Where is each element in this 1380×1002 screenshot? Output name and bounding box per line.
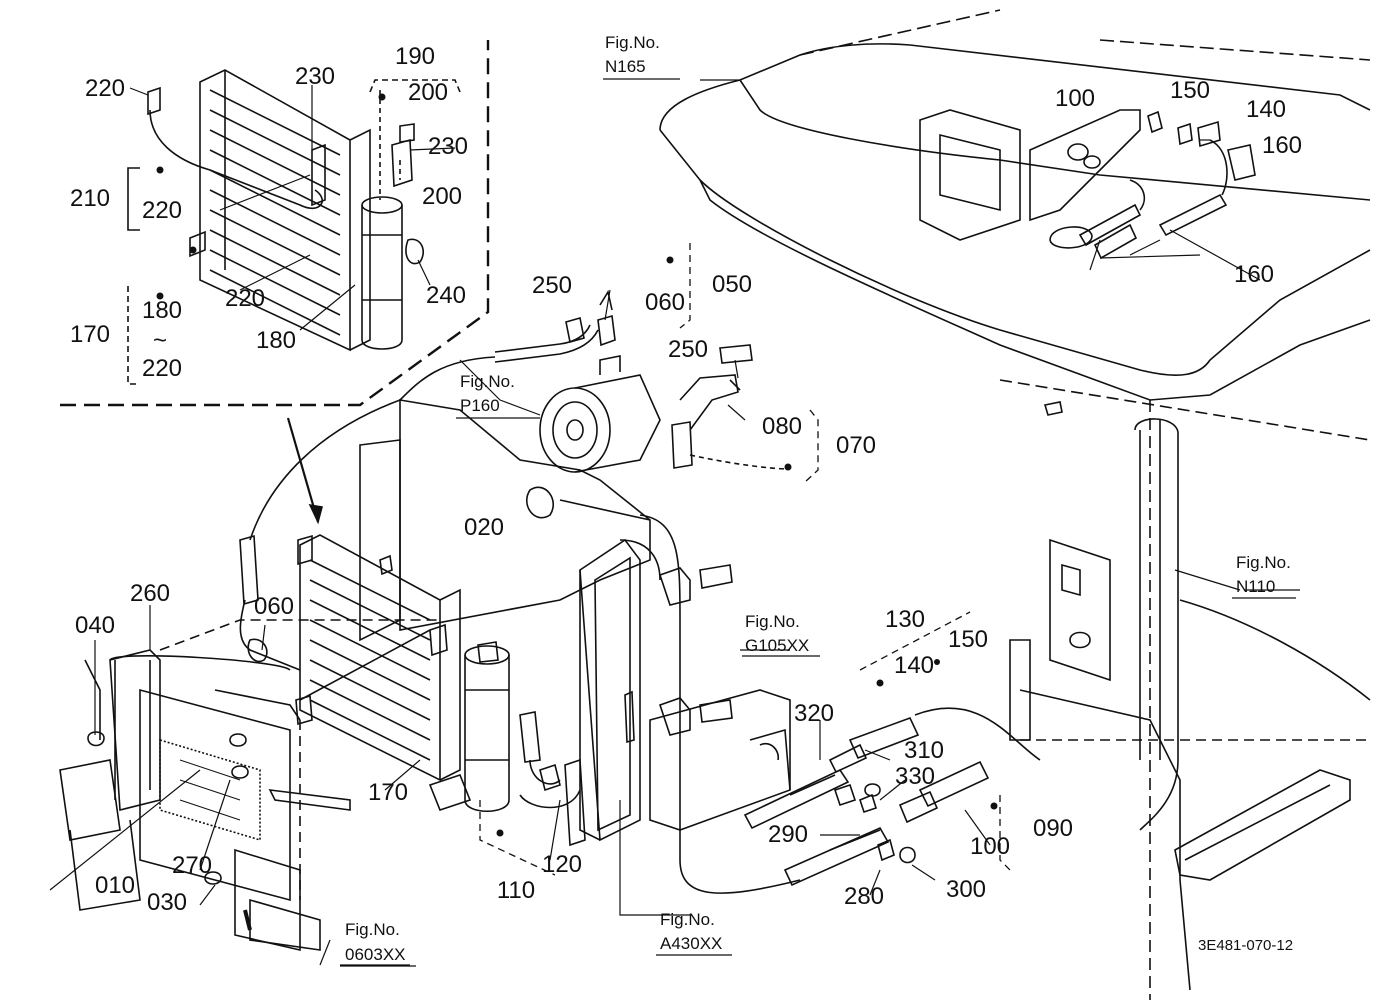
label-250b: 250 bbox=[668, 336, 708, 363]
label-160b: 160 bbox=[1234, 261, 1274, 288]
label-220a: 220 bbox=[85, 75, 125, 102]
label-270: 270 bbox=[172, 852, 212, 879]
label-150b: 150 bbox=[948, 626, 988, 653]
label-150a: 150 bbox=[1170, 77, 1210, 104]
label-290: 290 bbox=[768, 821, 808, 848]
label-280: 280 bbox=[844, 883, 884, 910]
leader-lines bbox=[479, 243, 1011, 876]
label-300: 300 bbox=[946, 876, 986, 903]
label-180b: 180 bbox=[256, 327, 296, 354]
inset-arrow bbox=[286, 417, 320, 523]
label-220d: 220 bbox=[142, 355, 182, 382]
compressor bbox=[539, 355, 661, 473]
left-hose bbox=[239, 399, 401, 671]
label-220b: 220 bbox=[142, 197, 182, 224]
label-100a: 100 bbox=[1055, 85, 1095, 112]
label-010: 010 bbox=[95, 872, 135, 899]
reference-dots bbox=[156, 93, 998, 837]
label-240: 240 bbox=[426, 282, 466, 309]
label-260: 260 bbox=[130, 580, 170, 607]
label-230a: 230 bbox=[295, 63, 335, 90]
figref-p160-bottom: P160 bbox=[460, 396, 500, 415]
drawing-code: 3E481-070-12 bbox=[1198, 937, 1293, 954]
label-310: 310 bbox=[904, 737, 944, 764]
label-180a: 180 bbox=[142, 297, 182, 324]
label-090: 090 bbox=[1033, 815, 1073, 842]
figure-references: Fig.No. N165 Fig.No. P160 Fig.No. G105XX… bbox=[340, 33, 1296, 967]
figref-p160-top: Fig.No. bbox=[460, 372, 515, 391]
line-art bbox=[59, 9, 1371, 1000]
figref-g105-bottom: G105XX bbox=[745, 636, 809, 655]
label-100b: 100 bbox=[970, 833, 1010, 860]
label-170a: 170 bbox=[70, 321, 110, 348]
main-condenser bbox=[295, 534, 472, 811]
label-200b: 200 bbox=[422, 183, 462, 210]
grille-frame bbox=[59, 619, 440, 952]
figref-g105-top: Fig.No. bbox=[745, 612, 800, 631]
inset-receiver-drier bbox=[361, 90, 424, 350]
hood-fittings bbox=[1067, 110, 1256, 271]
a430-housing bbox=[579, 538, 641, 842]
label-110: 110 bbox=[497, 877, 535, 904]
lower-fitting bbox=[519, 711, 586, 847]
label-050: 050 bbox=[712, 271, 752, 298]
figref-0603-top: Fig.No. bbox=[345, 920, 400, 939]
label-170b: 170 bbox=[368, 779, 408, 806]
label-tilde: ~ bbox=[153, 327, 167, 354]
figref-0603-bottom: 0603XX bbox=[345, 945, 406, 964]
label-040: 040 bbox=[75, 612, 115, 639]
hood bbox=[659, 9, 1371, 1000]
label-080: 080 bbox=[762, 413, 802, 440]
figref-a430-top: Fig.No. bbox=[660, 910, 715, 929]
inset-boundary bbox=[60, 40, 490, 407]
label-130: 130 bbox=[885, 606, 925, 633]
label-140b: 140 bbox=[894, 652, 934, 679]
figref-n110-top: Fig.No. bbox=[1236, 553, 1291, 572]
figref-n165-bottom: N165 bbox=[605, 57, 646, 76]
label-140a: 140 bbox=[1246, 96, 1286, 123]
label-230b: 230 bbox=[428, 133, 468, 160]
right-frame bbox=[1009, 418, 1371, 991]
lower-hoses bbox=[743, 707, 1041, 887]
label-330: 330 bbox=[895, 763, 935, 790]
figref-n110-bottom: N110 bbox=[1236, 577, 1275, 596]
label-250a: 250 bbox=[532, 272, 572, 299]
label-030: 030 bbox=[147, 889, 187, 916]
label-060a: 060 bbox=[645, 289, 685, 316]
label-190: 190 bbox=[395, 43, 435, 70]
bracket-plate bbox=[359, 399, 661, 642]
label-060b: 060 bbox=[254, 593, 294, 620]
label-210: 210 bbox=[70, 185, 110, 212]
label-200a: 200 bbox=[408, 79, 448, 106]
label-320: 320 bbox=[794, 700, 834, 727]
part-labels: 220 230 190 200 230 210 220 200 240 220 … bbox=[70, 43, 1302, 916]
label-120: 120 bbox=[542, 851, 582, 878]
label-160a: 160 bbox=[1262, 132, 1302, 159]
compressor-hoses bbox=[399, 289, 791, 470]
label-020: 020 bbox=[464, 514, 504, 541]
main-receiver-drier bbox=[464, 641, 510, 812]
leader-solid bbox=[49, 79, 1300, 966]
figref-a430-bottom: A430XX bbox=[660, 934, 722, 953]
g105-plate bbox=[649, 689, 791, 831]
label-220c: 220 bbox=[225, 285, 265, 312]
figref-n165-top: Fig.No. bbox=[605, 33, 660, 52]
loop-hose bbox=[639, 514, 801, 894]
label-070: 070 bbox=[836, 432, 876, 459]
